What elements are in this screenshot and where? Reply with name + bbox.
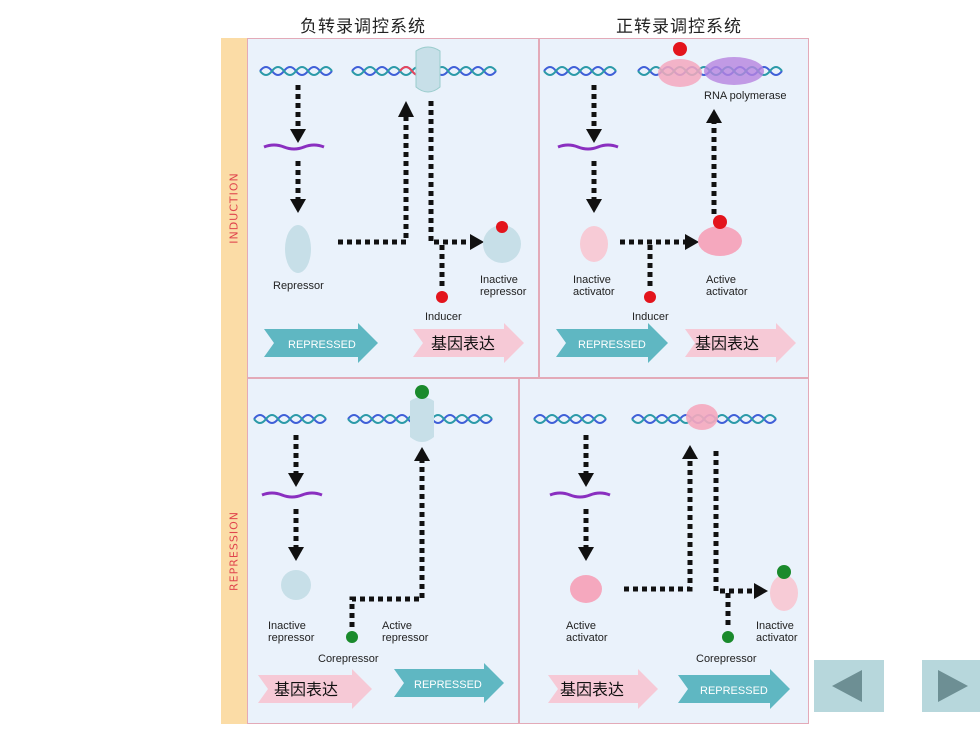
label-inactive-repressor-2: repressor — [268, 632, 315, 644]
dna-gene-left — [533, 414, 607, 424]
panel-negative-repression: Inactive repressor Corepressor Active re… — [247, 378, 519, 724]
label-active-activator-2: activator — [566, 632, 608, 644]
arrow-expressed — [548, 669, 658, 709]
arrow-repressed — [556, 323, 668, 363]
triangle-left-icon — [832, 670, 862, 702]
inactive-repressor-protein — [281, 570, 311, 600]
label-active-activator-1: Active — [566, 620, 596, 632]
arrowhead-right — [754, 583, 768, 599]
label-repressor: Repressor — [273, 280, 324, 292]
triangle-right-icon — [938, 670, 968, 702]
title-positive: 正转录调控系统 — [616, 17, 742, 37]
label-arrow-repressed: REPRESSED — [700, 685, 768, 697]
inducer-on-dna — [673, 42, 687, 56]
arrowhead-2 — [290, 199, 306, 213]
arrowhead-1 — [288, 473, 304, 487]
next-slide-button[interactable] — [922, 660, 980, 712]
prev-slide-button[interactable] — [814, 660, 884, 712]
dotted-path-from-dna — [713, 451, 756, 594]
dna-gene-left — [543, 66, 617, 76]
label-active-activator-2: activator — [706, 286, 748, 298]
inducer-bound-dot — [713, 215, 727, 229]
side-bar-induction: INDUCTION — [221, 38, 247, 378]
active-activator-protein — [570, 575, 602, 603]
arrow-repressed — [394, 663, 504, 703]
label-active-activator-1: Active — [706, 274, 736, 286]
inactive-repressor-protein — [483, 225, 521, 263]
label-inactive-repressor-1: Inactive — [480, 274, 518, 286]
arrowhead-2 — [586, 199, 602, 213]
active-repressor-on-dna — [410, 397, 434, 442]
repressor-protein — [285, 225, 311, 273]
side-label-induction: INDUCTION — [227, 172, 241, 244]
arrowhead-1 — [578, 473, 594, 487]
label-inactive-repressor-1: Inactive — [268, 620, 306, 632]
dotted-path-to-dna — [338, 111, 409, 245]
label-arrow-expressed: 基因表达 — [695, 334, 759, 353]
inactive-activator-protein — [580, 226, 608, 262]
label-inactive-activator-2: activator — [756, 632, 798, 644]
label-inactive-activator-2: activator — [573, 286, 615, 298]
label-inactive-activator-1: Inactive — [573, 274, 611, 286]
label-inactive-activator-1: Inactive — [756, 620, 794, 632]
label-arrow-repressed: REPRESSED — [578, 339, 646, 351]
inducer-dot — [644, 291, 656, 303]
panel-positive-repression: Active activator Corepressor Inactive ac… — [519, 378, 809, 724]
repressor-on-dna — [415, 46, 441, 93]
label-inducer: Inducer — [632, 311, 669, 323]
active-activator-protein — [698, 226, 742, 256]
mrna-strand — [549, 491, 611, 499]
label-active-repressor-1: Active — [382, 620, 412, 632]
panel-positive-induction: RNA polymerase Inactive activator Induce… — [539, 38, 809, 378]
label-active-repressor-2: repressor — [382, 632, 429, 644]
arrowhead-2 — [578, 547, 594, 561]
corepressor-bound-dot — [777, 565, 791, 579]
arrowhead-1 — [290, 129, 306, 143]
mrna-strand — [557, 143, 619, 151]
arrowhead-up — [706, 109, 722, 123]
label-arrow-expressed: 基因表达 — [274, 680, 338, 699]
side-label-repression: REPRESSION — [227, 511, 241, 591]
title-negative: 负转录调控系统 — [300, 17, 426, 37]
label-corepressor: Corepressor — [318, 653, 379, 665]
arrow-expressed — [685, 323, 796, 363]
dna-gene-left — [253, 414, 327, 424]
arrowhead-2 — [288, 547, 304, 561]
label-arrow-expressed: 基因表达 — [431, 334, 495, 353]
arrowhead-up — [682, 445, 698, 459]
dna-gene-left — [259, 66, 333, 76]
inducer-dot — [436, 291, 448, 303]
arrowhead-up — [414, 447, 430, 461]
arrowhead-1 — [586, 129, 602, 143]
activator-on-dna — [686, 404, 718, 430]
panel-negative-induction: Repressor Inducer Inactive repressor REP… — [247, 38, 539, 378]
arrowhead-right — [470, 234, 484, 250]
rna-polymerase-shape — [704, 57, 764, 85]
label-rna-polymerase: RNA polymerase — [704, 90, 787, 102]
arrow-repressed — [264, 323, 378, 363]
inactive-activator-protein — [770, 575, 798, 611]
mrna-strand — [263, 143, 325, 151]
label-inactive-repressor-2: repressor — [480, 286, 527, 298]
arrowhead-right — [685, 234, 699, 250]
arrowhead-up — [398, 101, 414, 117]
inducer-bound-dot — [496, 221, 508, 233]
arrow-expressed — [258, 669, 372, 709]
side-bar-repression: REPRESSION — [221, 378, 247, 724]
label-arrow-repressed: REPRESSED — [414, 679, 482, 691]
dotted-corepressor-path — [349, 457, 425, 627]
arrow-repressed — [678, 669, 790, 709]
dotted-path-from-dna — [428, 101, 473, 245]
mrna-strand — [261, 491, 323, 499]
dotted-path-to-dna — [624, 455, 693, 592]
label-corepressor: Corepressor — [696, 653, 757, 665]
corepressor-dot — [346, 631, 358, 643]
label-arrow-expressed: 基因表达 — [560, 680, 624, 699]
label-inducer: Inducer — [425, 311, 462, 323]
corepressor-dot — [722, 631, 734, 643]
arrow-expressed — [413, 323, 524, 363]
label-arrow-repressed: REPRESSED — [288, 339, 356, 351]
corepressor-on-dna — [415, 385, 429, 399]
active-activator-on-dna — [658, 59, 702, 87]
